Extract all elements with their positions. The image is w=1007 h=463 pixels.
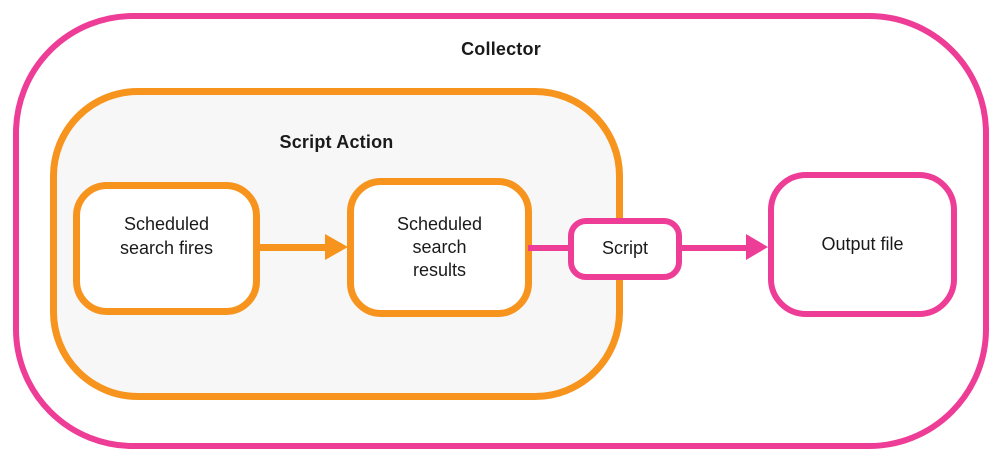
arrow-fires-to-results-head: [325, 234, 348, 260]
node-scheduled-search-results-label: Scheduled search results: [396, 213, 483, 281]
node-script: Script: [568, 218, 682, 280]
script-action-label: Script Action: [279, 132, 394, 152]
connector-results-to-script: [528, 245, 572, 251]
node-output-file: Output file: [768, 172, 957, 317]
arrow-fires-to-results-shaft: [258, 244, 326, 251]
node-scheduled-search-results: Scheduled search results: [347, 178, 532, 317]
node-scheduled-search-fires-label: Scheduled search fires: [119, 214, 214, 258]
arrow-script-to-output-shaft: [680, 245, 747, 251]
node-output-file-label: Output file: [821, 233, 904, 254]
node-script-label: Script: [601, 238, 648, 259]
collector-label: Collector: [461, 39, 541, 59]
arrow-script-to-output-head: [746, 234, 768, 260]
node-scheduled-search-fires: Scheduled search fires: [73, 182, 260, 315]
